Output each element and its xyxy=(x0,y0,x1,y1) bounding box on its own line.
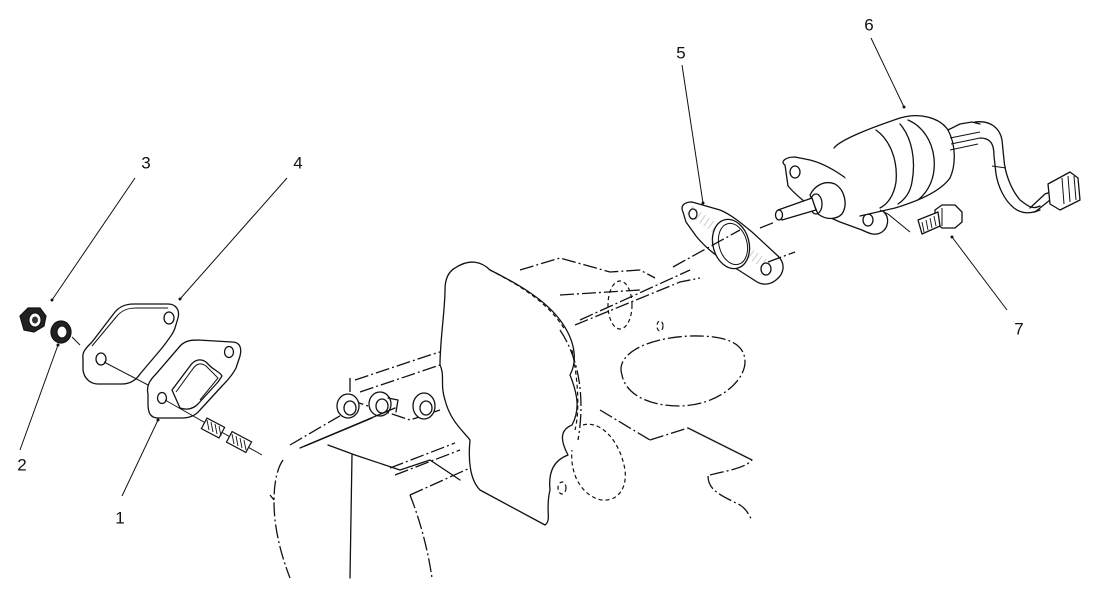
callout-7: 7 xyxy=(1014,319,1024,339)
leader-lines xyxy=(19,37,1008,497)
boss-right xyxy=(412,392,436,420)
part-1-gasket-plate xyxy=(146,339,242,419)
stud xyxy=(164,399,263,456)
callout-5: 5 xyxy=(676,43,686,63)
part-4-cover-plate xyxy=(82,303,180,387)
part-6-stop-solenoid xyxy=(774,115,1081,235)
part-3-hex-nut xyxy=(19,307,47,333)
callout-6: 6 xyxy=(864,15,874,35)
part-5-solenoid-gasket xyxy=(672,201,796,285)
callout-1: 1 xyxy=(115,508,125,528)
callout-4: 4 xyxy=(293,153,303,173)
engine-block xyxy=(269,257,753,579)
part-7-bolt xyxy=(917,204,963,235)
boss-left xyxy=(336,393,360,419)
part-2-lock-washer xyxy=(50,320,81,346)
callout-3: 3 xyxy=(141,153,151,173)
callout-2: 2 xyxy=(17,455,27,475)
